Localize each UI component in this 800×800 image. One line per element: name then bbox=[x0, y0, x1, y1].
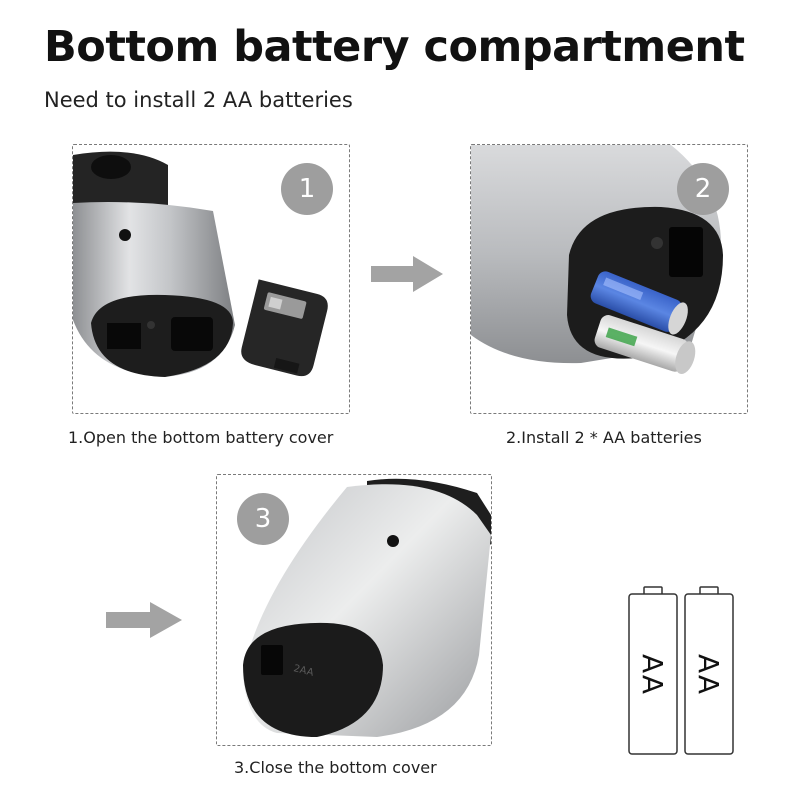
svg-text:2AA: 2AA bbox=[292, 663, 315, 679]
step-1-panel: 1 bbox=[72, 144, 350, 414]
page-subtitle: Need to install 2 AA batteries bbox=[44, 88, 353, 112]
device-closed-cover-illustration: 2AA bbox=[243, 478, 491, 737]
step-1-badge: 1 bbox=[281, 163, 333, 215]
aa-battery-label: AA bbox=[692, 653, 726, 695]
step-3-panel: 2AA 3 bbox=[216, 474, 492, 746]
page-title: Bottom battery compartment bbox=[44, 22, 745, 72]
step-2-panel: 2 bbox=[470, 144, 748, 414]
aa-battery-icon: AA bbox=[628, 586, 678, 756]
step-2-caption: 2.Install 2 * AA batteries bbox=[506, 428, 702, 447]
aa-battery-label: AA bbox=[636, 653, 670, 695]
step-1-caption: 1.Open the bottom battery cover bbox=[68, 428, 334, 447]
arrow-right-icon bbox=[371, 254, 443, 294]
step-2-badge: 2 bbox=[677, 163, 729, 215]
aa-battery-icon: AA bbox=[684, 586, 734, 756]
step-3-badge: 3 bbox=[237, 493, 289, 545]
arrow-right-icon bbox=[106, 600, 182, 640]
device-install-batteries-illustration bbox=[471, 145, 747, 413]
step-3-caption: 3.Close the bottom cover bbox=[234, 758, 437, 777]
device-open-cover-illustration bbox=[73, 151, 328, 377]
